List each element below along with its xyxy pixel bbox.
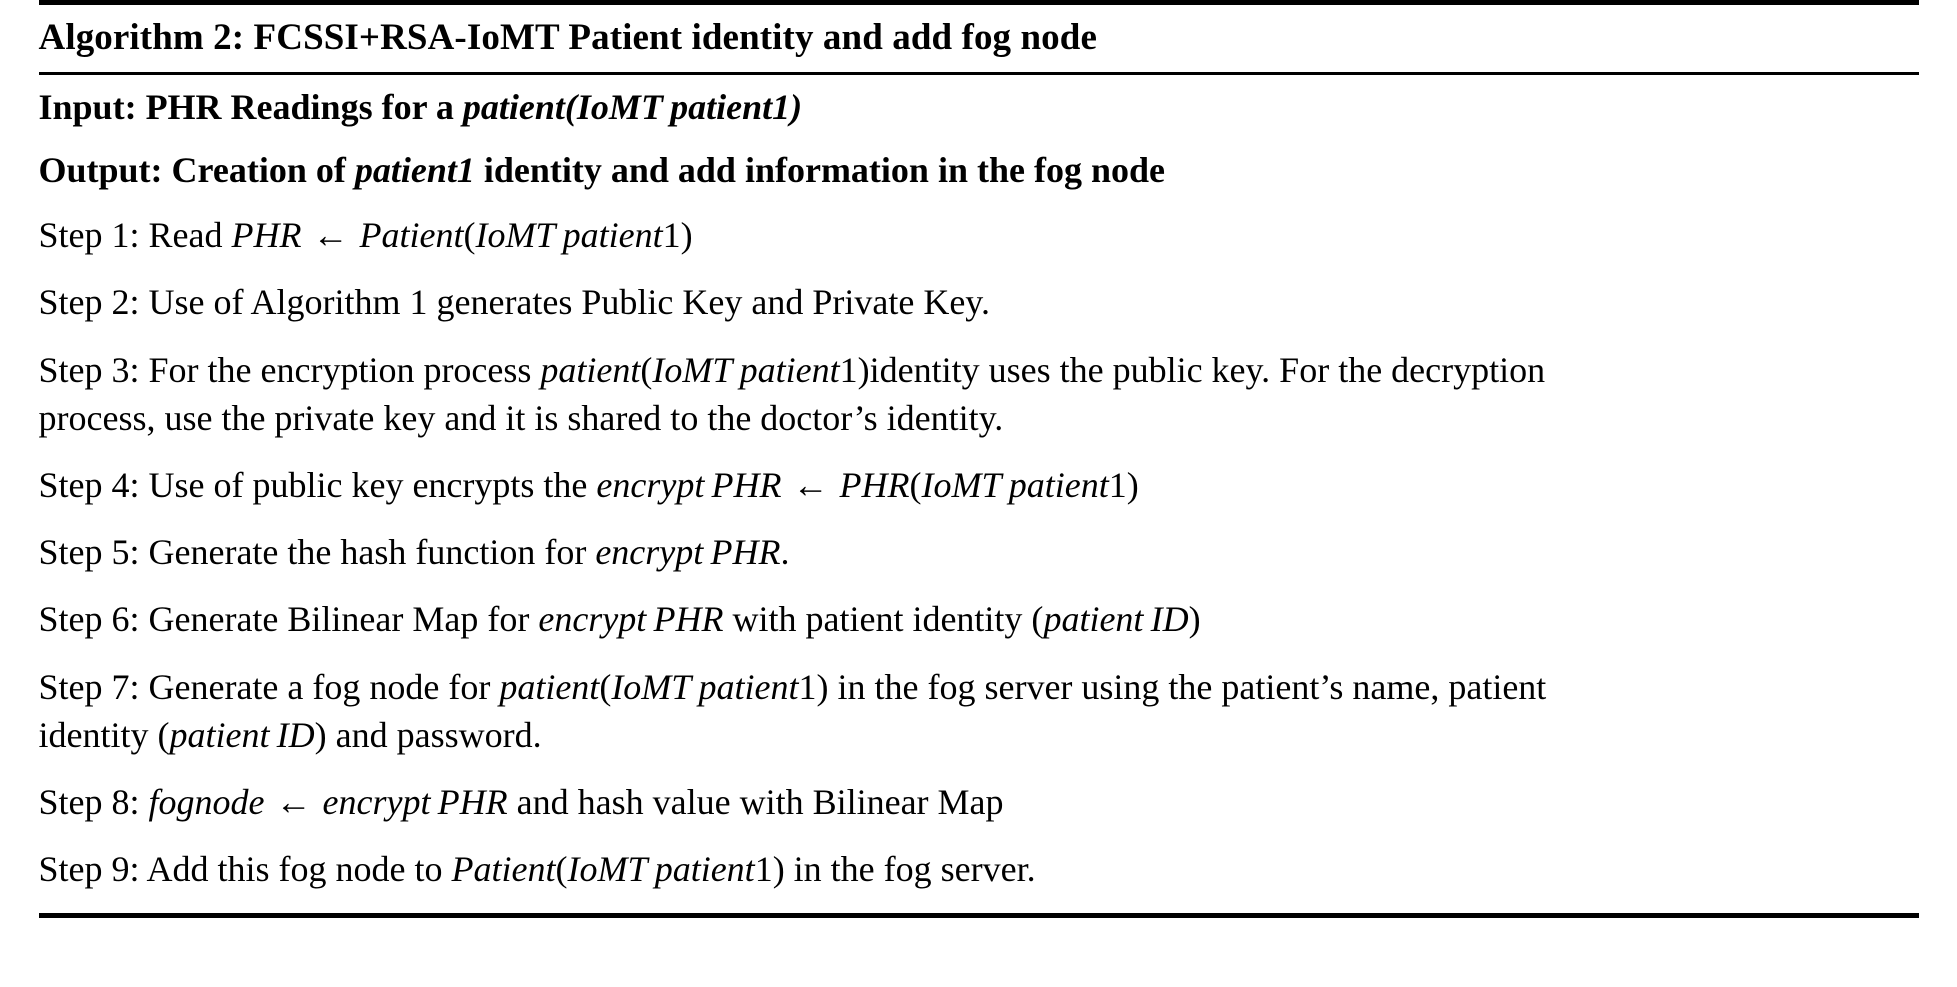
- steps-list: Step 1: Read PHR ← Patient(IoMT patient1…: [39, 201, 1919, 913]
- step-4-line: Step 4: Use of public key encrypts the e…: [39, 461, 1919, 509]
- step-var: PHR: [839, 464, 910, 505]
- output-var-patient1: patient1: [354, 149, 475, 190]
- step-text: Step 5: Generate the hash function for: [38, 532, 596, 573]
- step-var: encrypt PHR: [322, 782, 508, 823]
- step-3-line-1: Step 3: For the encryption process patie…: [39, 346, 1919, 394]
- step-text: (: [640, 349, 653, 390]
- rule-middle: [38, 71, 1919, 75]
- step-var: encrypt PHR: [538, 599, 724, 640]
- step-var: patient ID: [169, 714, 315, 755]
- step-7-line-2: identity (patient ID) and password.: [39, 711, 1919, 759]
- input-text: PHR Readings for a: [136, 86, 463, 127]
- step-5: Step 5: Generate the hash function for e…: [39, 518, 1919, 585]
- step-text: ): [1188, 599, 1201, 640]
- step-1: Step 1: Read PHR ← Patient(IoMT patient1…: [39, 201, 1919, 268]
- step-var: encrypt PHR: [595, 532, 781, 573]
- step-1-line: Step 1: Read PHR ← Patient(IoMT patient1…: [39, 211, 1919, 259]
- step-var: encrypt PHR: [596, 464, 782, 505]
- step-text: ) and password.: [314, 714, 542, 755]
- step-var: IoMT patient: [611, 666, 799, 707]
- step-text: and hash value with Bilinear Map: [507, 782, 1004, 823]
- step-text: .: [780, 532, 790, 573]
- output-text-after: identity and add information in the fog …: [474, 149, 1165, 190]
- step-text: Step 2: Use of Algorithm 1 generates Pub…: [38, 282, 990, 323]
- step-text: (: [463, 215, 476, 256]
- step-9: Step 9: Add this fog node to Patient(IoM…: [39, 835, 1919, 902]
- step-text: Step 3: For the encryption process: [38, 349, 541, 390]
- assignment-arrow: ←: [303, 215, 358, 256]
- step-9-line: Step 9: Add this fog node to Patient(IoM…: [39, 845, 1919, 893]
- step-3: Step 3: For the encryption process patie…: [39, 336, 1919, 451]
- step-var: PHR: [231, 215, 302, 256]
- assignment-arrow: ←: [266, 782, 321, 823]
- step-text: with patient identity (: [723, 599, 1044, 640]
- rule-bottom: [38, 912, 1919, 918]
- step-5-line: Step 5: Generate the hash function for e…: [39, 528, 1919, 576]
- input-var-patient: patient: [462, 86, 565, 127]
- step-text: (: [909, 464, 922, 505]
- step-text: Step 8:: [38, 782, 149, 823]
- step-text: 1)identity uses the public key. For the …: [839, 349, 1546, 390]
- step-var: IoMT patient: [652, 349, 840, 390]
- step-text: 1) in the fog server.: [754, 849, 1036, 890]
- input-close-paren: ): [790, 86, 803, 127]
- step-text: Step 4: Use of public key encrypts the: [38, 464, 597, 505]
- step-text: Step 9: Add this fog node to: [38, 849, 452, 890]
- input-row: Input: PHR Readings for a patient(IoMT p…: [39, 75, 1919, 138]
- input-label: Input:: [38, 86, 137, 127]
- step-text: (: [555, 849, 568, 890]
- step-text: Step 1: Read: [38, 215, 232, 256]
- step-var: IoMT patient: [567, 849, 755, 890]
- step-text: 1) in the fog server using the patient’s…: [798, 666, 1547, 707]
- step-var: patient: [499, 666, 600, 707]
- step-text: 1): [1108, 464, 1139, 505]
- step-text: 1): [662, 215, 693, 256]
- step-var: IoMT patient: [475, 215, 663, 256]
- step-2: Step 2: Use of Algorithm 1 generates Pub…: [39, 268, 1919, 335]
- step-2-line: Step 2: Use of Algorithm 1 generates Pub…: [39, 278, 1919, 326]
- rule-top: [38, 0, 1919, 5]
- step-text: identity (: [38, 714, 170, 755]
- output-text-before: Creation of: [162, 149, 355, 190]
- step-3-line-2: process, use the private key and it is s…: [39, 394, 1919, 442]
- step-var: Patient: [451, 849, 556, 890]
- step-6-line: Step 6: Generate Bilinear Map for encryp…: [39, 595, 1919, 643]
- step-var: patient: [540, 349, 641, 390]
- algorithm-title: Algorithm 2: FCSSI+RSA-IoMT Patient iden…: [38, 17, 1097, 58]
- step-6: Step 6: Generate Bilinear Map for encryp…: [39, 585, 1919, 652]
- step-8-line: Step 8: fognode ← encrypt PHR and hash v…: [39, 778, 1919, 826]
- step-var: patient ID: [1043, 599, 1189, 640]
- step-text: Step 6: Generate Bilinear Map for: [38, 599, 539, 640]
- step-8: Step 8: fognode ← encrypt PHR and hash v…: [39, 768, 1919, 835]
- step-var: Patient: [359, 215, 464, 256]
- algorithm-block: Algorithm 2: FCSSI+RSA-IoMT Patient iden…: [38, 0, 1919, 918]
- step-7: Step 7: Generate a fog node for patient(…: [39, 653, 1919, 768]
- step-var: IoMT patient: [921, 464, 1109, 505]
- output-label: Output:: [38, 149, 163, 190]
- assignment-arrow: ←: [783, 464, 838, 505]
- step-text: Step 7: Generate a fog node for: [38, 666, 500, 707]
- step-text: (: [599, 666, 612, 707]
- step-var: fognode: [148, 782, 265, 823]
- step-7-line-1: Step 7: Generate a fog node for patient(…: [39, 663, 1919, 711]
- input-var-arg: IoMT patient1: [576, 86, 791, 127]
- output-row: Output: Creation of patient1 identity an…: [39, 138, 1919, 201]
- step-4: Step 4: Use of public key encrypts the e…: [39, 451, 1919, 518]
- step-text: process, use the private key and it is s…: [38, 397, 1004, 438]
- input-open-paren: (: [564, 86, 577, 127]
